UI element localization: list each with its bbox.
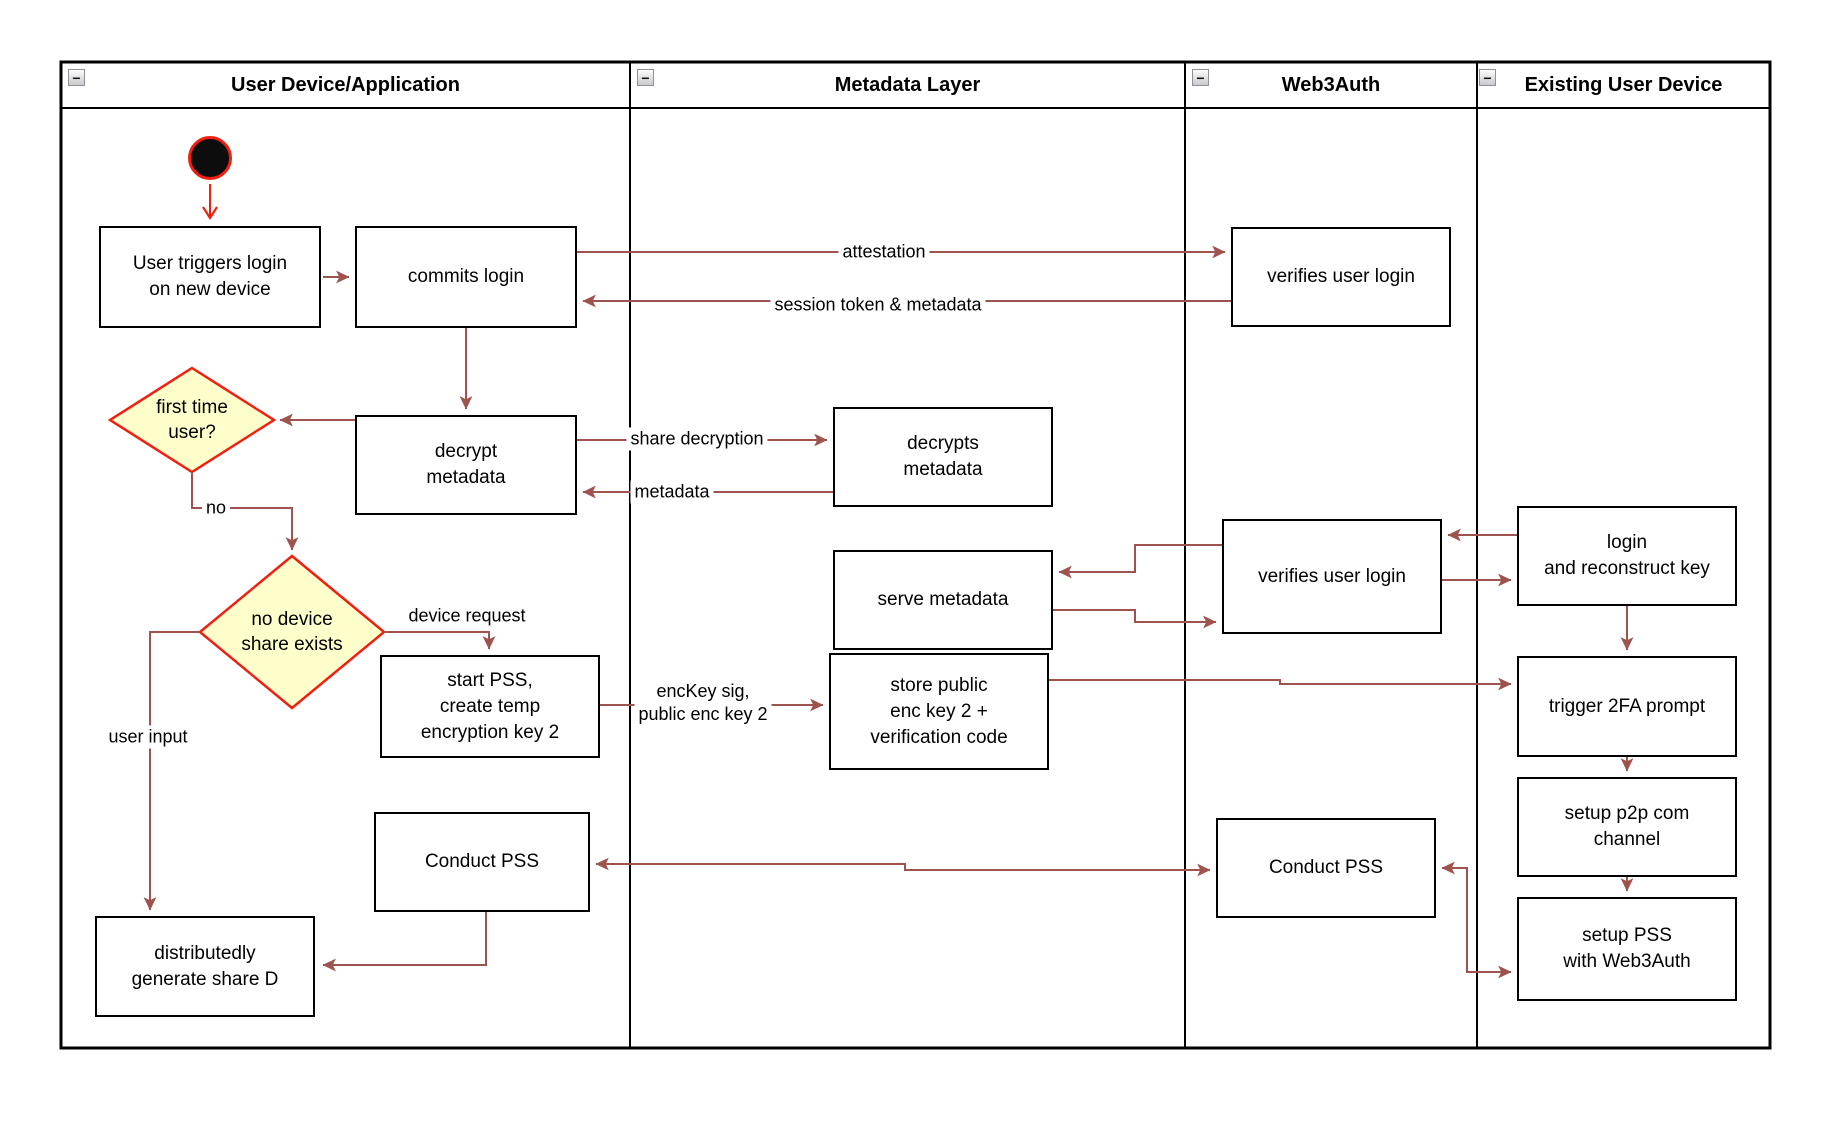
lane-header-user-device: User Device/Application xyxy=(231,73,460,96)
decision-no-device-share xyxy=(198,554,386,710)
edge-label-share-decryption: share decryption xyxy=(626,427,768,451)
node-conduct-pss-web3auth: Conduct PSS xyxy=(1216,818,1436,918)
edge-label-attestation: attestation xyxy=(838,240,930,264)
node-store-public-key: store public enc key 2 + verification co… xyxy=(829,653,1049,770)
label-no-device-share: no device share exists xyxy=(241,609,343,655)
edge-label-enckey-sig: encKey sig, public enc key 2 xyxy=(634,680,772,726)
lane-header-web3auth: Web3Auth xyxy=(1281,73,1381,96)
edge-conduct1-to-generate-share xyxy=(322,912,487,972)
label-first-time-user: first time user? xyxy=(156,397,228,443)
edge-no-branch xyxy=(191,472,299,551)
edge-conduct2-setup-pss xyxy=(1441,861,1512,979)
collapse-lane-icon[interactable]: − xyxy=(1479,69,1496,86)
edge-conduct-pss-link xyxy=(595,857,1211,877)
collapse-lane-icon[interactable]: − xyxy=(68,69,85,86)
lane-header-existing-device: Existing User Device xyxy=(1524,73,1723,96)
node-trigger-2fa: trigger 2FA prompt xyxy=(1517,656,1737,757)
edge-label-no: no xyxy=(201,496,231,520)
node-login-reconstruct-key: login and reconstruct key xyxy=(1517,506,1737,606)
initial-node xyxy=(188,136,232,180)
node-commits-login: commits login xyxy=(355,226,577,328)
node-verifies-user-login-2: verifies user login xyxy=(1222,519,1442,634)
edge-label-user-input: user input xyxy=(104,725,192,749)
edge-store-to-2fa xyxy=(1049,677,1512,691)
edge-user-input xyxy=(143,631,200,911)
swimlane-frame xyxy=(59,60,1772,1050)
node-setup-p2p: setup p2p com channel xyxy=(1517,777,1737,877)
node-user-triggers-login: User triggers login on new device xyxy=(99,226,321,328)
node-setup-pss-web3auth: setup PSS with Web3Auth xyxy=(1517,897,1737,1001)
node-serve-metadata: serve metadata xyxy=(833,550,1053,650)
node-conduct-pss-user: Conduct PSS xyxy=(374,812,590,912)
node-decrypt-metadata: decrypt metadata xyxy=(355,415,577,515)
edge-serve-to-verifies2 xyxy=(1053,609,1217,629)
node-start-pss: start PSS, create temp encryption key 2 xyxy=(380,655,600,758)
edge-label-device-request: device request xyxy=(404,604,530,628)
node-generate-share-d: distributedly generate share D xyxy=(95,916,315,1017)
node-decrypts-metadata: decrypts metadata xyxy=(833,407,1053,507)
collapse-lane-icon[interactable]: − xyxy=(1192,69,1209,86)
edge-device-request xyxy=(384,631,496,650)
node-verifies-user-login-1: verifies user login xyxy=(1231,227,1451,327)
edge-label-session-token: session token & metadata xyxy=(770,293,986,317)
edge-label-metadata: metadata xyxy=(630,480,714,504)
collapse-lane-icon[interactable]: − xyxy=(637,69,654,86)
edge-verifies2-to-serve xyxy=(1058,544,1222,579)
lane-header-metadata-layer: Metadata Layer xyxy=(834,73,981,96)
